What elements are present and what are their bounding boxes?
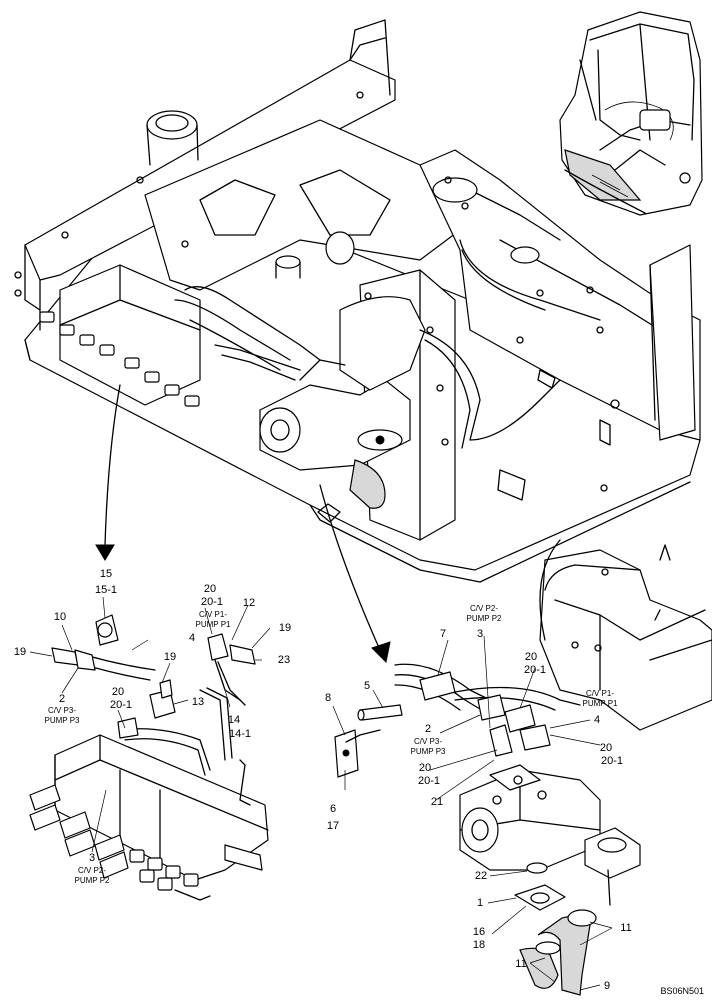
callout-1: 1 [476,897,484,909]
callout-5: 5 [363,680,371,692]
callout-pump-p2-right: PUMP P2 [466,614,502,623]
callout-22: 22 [474,870,488,882]
callout-14-1: 14-1 [228,728,252,740]
excavator-thumbnail [559,11,703,216]
callout-leaders [29,596,613,991]
callout-cv-p1-right: C/V P1- [585,689,615,698]
callout-4-left: 4 [188,632,196,644]
callout-cv-p3-left: C/V P3- [47,706,77,715]
callout-11-left: 11 [515,958,527,970]
detail-arrows [95,384,391,664]
callout-17: 17 [326,820,340,832]
callout-20-1-top: 20-1 [200,596,224,608]
callout-16: 16 [472,926,486,938]
callout-23: 23 [277,654,291,666]
callout-pump-p3-left: PUMP P3 [44,716,80,725]
callout-8: 8 [324,692,332,704]
callout-7: 7 [439,628,447,640]
callout-18: 18 [472,939,486,951]
valve-spools-left [29,784,129,879]
callout-cv-p1-left: C/V P1- [198,610,228,619]
callout-6: 6 [329,803,337,815]
frame-hydraulic-pump [259,296,426,509]
callout-cv-p2-right: C/V P2- [469,604,499,613]
callout-3-left: 3 [88,852,96,864]
callout-19-left: 19 [13,646,27,658]
callout-20-1-center: 20-1 [417,775,441,787]
callout-12: 12 [242,597,256,609]
drawing-code: BS06N501 [660,986,704,996]
callout-2-right: 2 [424,723,432,735]
valve-fittings-front [129,849,199,891]
callout-15: 15 [99,568,113,580]
callout-20-top: 20 [203,583,217,595]
callout-4-right: 4 [593,714,601,726]
callout-20-1-right-top: 20-1 [523,664,547,676]
callout-pump-p1-left: PUMP P1 [195,620,231,629]
frame-control-valve [39,264,321,407]
callout-10: 10 [53,611,67,623]
callout-20-1-right-low: 20-1 [600,755,624,767]
callout-9: 9 [603,980,611,992]
frame-hoses [214,239,601,449]
callout-pump-p2-left: PUMP P2 [74,876,110,885]
callout-15-1: 15-1 [94,584,118,596]
callout-2-left: 2 [58,693,66,705]
detail-control-valve [29,614,269,901]
callout-20-1-mid: 20-1 [109,699,133,711]
callout-pump-p3-right: PUMP P3 [410,747,446,756]
callout-pump-p1-right: PUMP P1 [582,699,618,708]
callout-13: 13 [191,696,205,708]
callout-20-mid: 20 [111,686,125,698]
callout-20-right-top: 20 [524,651,538,663]
callout-cv-p3-right: C/V P3- [413,737,443,746]
callout-20-center: 20 [418,762,432,774]
callout-11-right: 11 [620,922,632,934]
callout-cv-p2-left: C/V P2- [77,866,107,875]
callout-19-mid: 19 [163,651,177,663]
callout-3-right: 3 [476,628,484,640]
frame-bolts [14,91,620,492]
callout-19-right: 19 [278,622,292,634]
detail-pump-assembly [334,539,712,996]
callout-21: 21 [430,796,444,808]
callout-20-right-low: 20 [599,742,613,754]
callout-14: 14 [227,714,241,726]
